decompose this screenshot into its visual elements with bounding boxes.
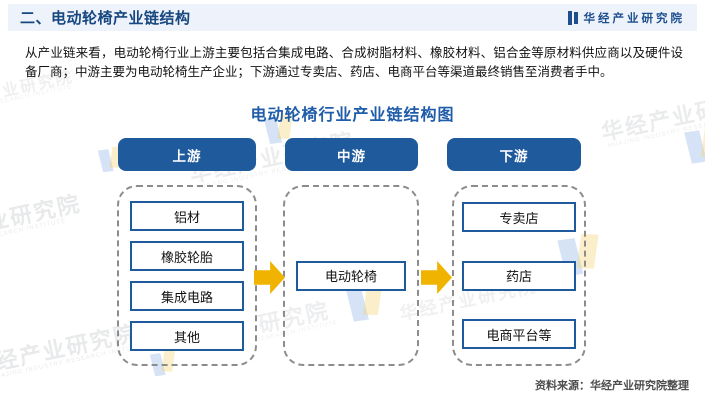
intro-paragraph: 从产业链来看，电动轮椅行业上游主要包括合集成电路、合成树脂材料、橡胶材料、铝合金… <box>25 46 683 80</box>
flow-arrow-icon <box>254 261 285 294</box>
downstream-group: 专卖店 药店 电商平台等 <box>452 185 586 366</box>
watermark-text: 产业研究院 RESEARCH INSTITUTE <box>0 190 84 242</box>
section-title: 二、电动轮椅产业链结构 <box>20 10 191 27</box>
stage-downstream: 下游 <box>447 138 581 171</box>
midstream-group: 电动轮椅 <box>283 185 419 366</box>
upstream-group: 铝材 橡胶轮胎 集成电路 其他 <box>117 185 257 366</box>
upstream-item: 其他 <box>130 321 244 351</box>
downstream-item: 电商平台等 <box>462 319 576 349</box>
upstream-item: 铝材 <box>130 201 244 231</box>
section-header: 二、电动轮椅产业链结构 华经产业研究院 <box>8 4 697 31</box>
source-note: 资料来源：华经产业研究院整理 <box>535 380 689 392</box>
stage-midstream: 中游 <box>285 138 418 171</box>
midstream-item: 电动轮椅 <box>296 260 406 291</box>
flow-arrow-icon <box>421 261 452 294</box>
watermark-ribbon-icon <box>684 126 705 166</box>
brand-bars-icon <box>567 10 578 25</box>
upstream-item: 橡胶轮胎 <box>130 241 244 271</box>
downstream-item: 专卖店 <box>462 202 576 232</box>
brand-logo: 华经产业研究院 <box>567 10 686 26</box>
stage-upstream: 上游 <box>118 138 256 171</box>
downstream-item: 药店 <box>462 260 576 291</box>
brand-name: 华经产业研究院 <box>583 12 685 25</box>
upstream-item: 集成电路 <box>130 281 244 311</box>
diagram-title: 电动轮椅行业产业链结构图 <box>250 107 455 124</box>
